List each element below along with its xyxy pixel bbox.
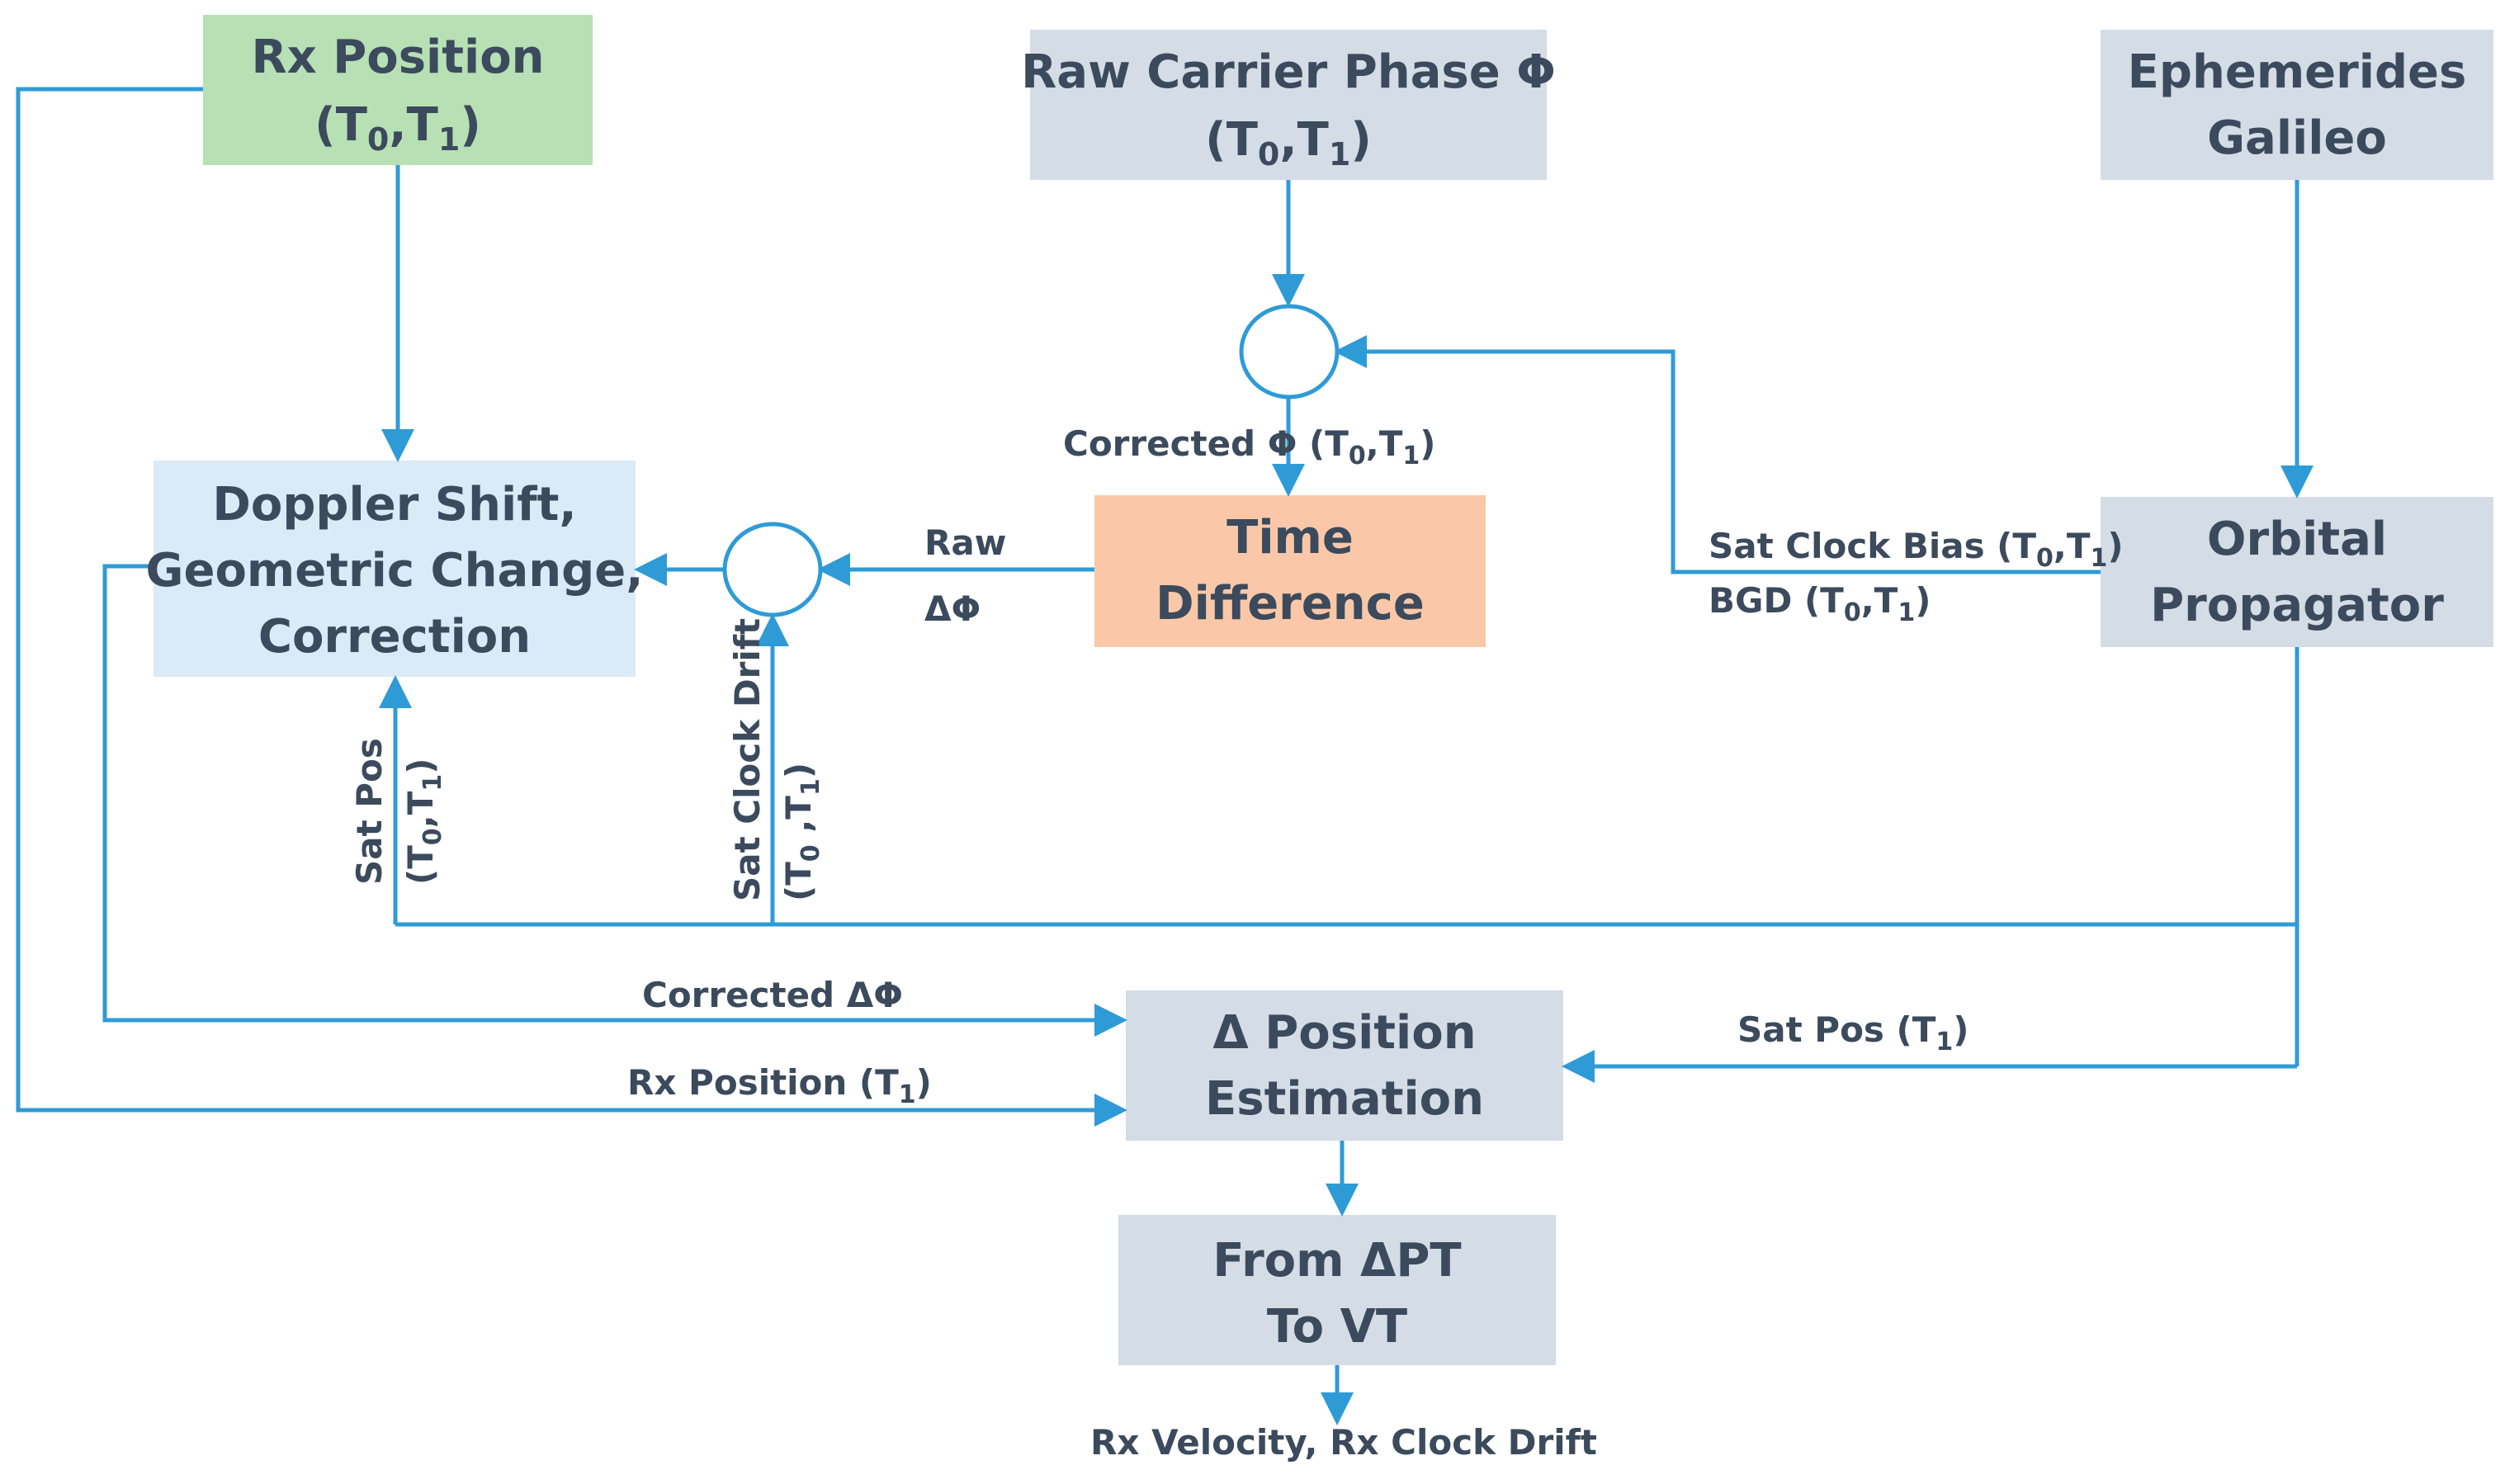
svg-text:(T0 ,T1): (T0 ,T1) xyxy=(778,763,825,901)
sat-pos-t1-label: Sat Pos (T1) xyxy=(1737,1009,1969,1056)
from-dpt-line1: From ΔPT xyxy=(1212,1234,1461,1288)
sat-pos-vertical-label: Sat Pos (T0,T1) xyxy=(349,738,447,885)
orbital-propagator-box xyxy=(2101,497,2493,647)
corrected-dphi-label: Corrected ΔΦ xyxy=(642,975,903,1015)
svg-text:Sat Pos: Sat Pos xyxy=(349,738,390,885)
svg-text:Sat Clock Drift: Sat Clock Drift xyxy=(727,618,768,901)
bgd-label: BGD (T0,T1) xyxy=(1709,580,1931,627)
svg-text:(T0,T1): (T0,T1) xyxy=(400,759,447,885)
raw-carrier-title: Raw Carrier Phase Φ xyxy=(1021,45,1556,99)
ephemerides-line2: Galileo xyxy=(2207,111,2387,165)
orbital-line1: Orbital xyxy=(2207,513,2387,566)
rx-position-title: Rx Position xyxy=(251,31,544,84)
raw-dphi-label-2: ΔΦ xyxy=(924,588,981,629)
raw-carrier-time: (T0,T1) xyxy=(1205,113,1372,173)
from-dpt-line2: To VT xyxy=(1267,1300,1407,1354)
doppler-box xyxy=(154,461,636,677)
delta-position-box xyxy=(1126,990,1563,1141)
top-summing-circle xyxy=(1239,304,1340,399)
rx-position-t1-label: Rx Position (T1) xyxy=(627,1062,932,1109)
doppler-line3: Correction xyxy=(258,610,531,664)
rx-position-time: (T0,T1) xyxy=(314,98,481,158)
corrected-phi-label: Corrected Φ (T0,T1) xyxy=(1063,423,1435,470)
orbital-line2: Propagator xyxy=(2150,579,2444,632)
doppler-line2: Geometric Change, xyxy=(146,544,644,598)
left-summing-circle xyxy=(722,522,823,617)
time-difference-line2: Difference xyxy=(1156,577,1425,631)
rx-position-t1-arrow xyxy=(16,87,1127,1127)
ephemerides-box xyxy=(2101,30,2493,180)
orbital-to-top-circle-arrow xyxy=(1334,335,2101,574)
raw-dphi-label-1: Raw xyxy=(924,522,1006,563)
corrected-dphi-arrow xyxy=(102,564,1127,1037)
doppler-line1: Doppler Shift, xyxy=(212,478,576,532)
time-difference-box xyxy=(1094,495,1486,647)
raw-carrier-phase-box xyxy=(1030,30,1547,180)
from-dpt-box xyxy=(1118,1215,1556,1365)
delta-position-line1: Δ Position xyxy=(1212,1006,1476,1060)
delta-position-line2: Estimation xyxy=(1205,1072,1484,1126)
ephemerides-line1: Ephemerides xyxy=(2128,45,2467,99)
sat-clock-drift-vertical-label: Sat Clock Drift (T0 ,T1) xyxy=(727,618,825,901)
output-label: Rx Velocity, Rx Clock Drift xyxy=(1090,1422,1597,1463)
rx-position-box xyxy=(203,15,593,165)
time-difference-line1: Time xyxy=(1227,511,1354,565)
sat-clock-bias-label: Sat Clock Bias (T0,T1) xyxy=(1709,526,2124,573)
